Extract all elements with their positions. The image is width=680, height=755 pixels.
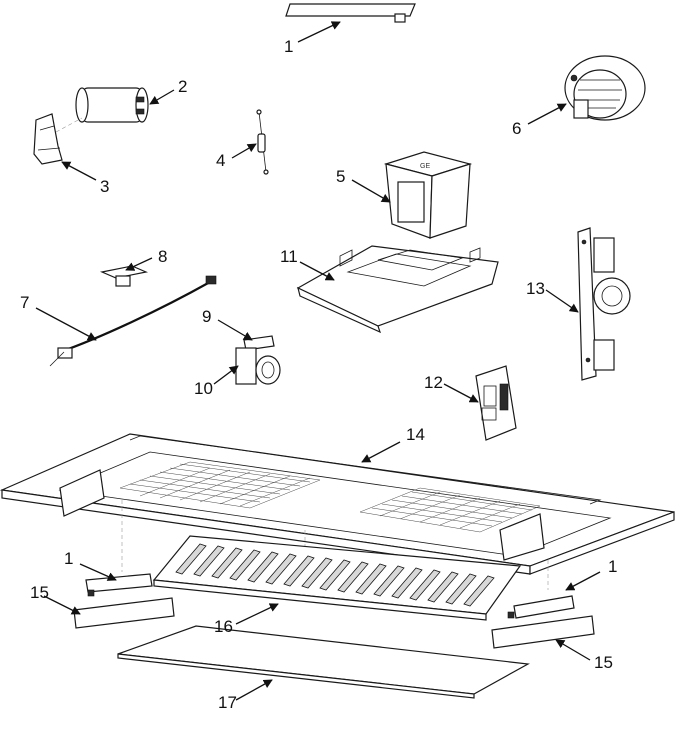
callout-label: 16 — [214, 617, 233, 636]
leader-lines — [35, 21, 601, 701]
part-grille — [152, 535, 522, 621]
part-pad-right — [491, 615, 595, 649]
part-capacitor — [75, 87, 149, 123]
callout-label: 15 — [594, 653, 613, 672]
callout-labels: 1 2 3 4 5 6 7 8 9 10 11 12 13 14 1 15 16… — [20, 37, 617, 712]
callout-label: 11 — [280, 247, 298, 266]
callout-label: 12 — [424, 373, 443, 392]
callout-label: 7 — [20, 293, 29, 312]
vent-grid-right — [371, 491, 533, 529]
callout-label: 2 — [178, 77, 187, 96]
callout-label: 13 — [526, 279, 545, 298]
callout-label: 10 — [194, 379, 213, 398]
part-bracket-left — [85, 573, 153, 597]
callout-label: 5 — [336, 167, 345, 186]
part-fan-motor — [564, 55, 646, 121]
part-base-plate — [296, 245, 499, 334]
callout-label: 9 — [202, 307, 211, 326]
callout-label: 3 — [100, 177, 109, 196]
part-control-board — [475, 365, 517, 441]
grille-slots — [175, 543, 495, 607]
callout-label: 8 — [158, 247, 167, 266]
part-small-plate — [99, 265, 149, 287]
part-bracket-right — [507, 595, 575, 619]
part-bottom-pan — [0, 433, 675, 575]
part-harness — [49, 275, 217, 367]
callout-label: 1 — [64, 549, 73, 568]
part-glass-tray — [117, 625, 530, 699]
part-light-socket — [235, 335, 281, 385]
part-pad-left — [73, 597, 175, 629]
part-transformer: GE — [383, 151, 473, 239]
callout-label: 14 — [406, 425, 425, 444]
callout-label: 4 — [216, 151, 225, 170]
vent-grid-left — [129, 463, 311, 507]
callout-label: 1 — [608, 557, 617, 576]
svg-text:GE: GE — [420, 163, 430, 170]
callout-label: 6 — [512, 119, 521, 138]
part-switch-assembly — [577, 227, 631, 381]
part-bracket-top — [285, 3, 416, 23]
part-diode — [256, 109, 269, 175]
callout-label: 15 — [30, 583, 49, 602]
callout-label: 1 — [284, 37, 293, 56]
callout-label: 17 — [218, 693, 237, 712]
part-capacitor-bracket — [33, 113, 83, 165]
